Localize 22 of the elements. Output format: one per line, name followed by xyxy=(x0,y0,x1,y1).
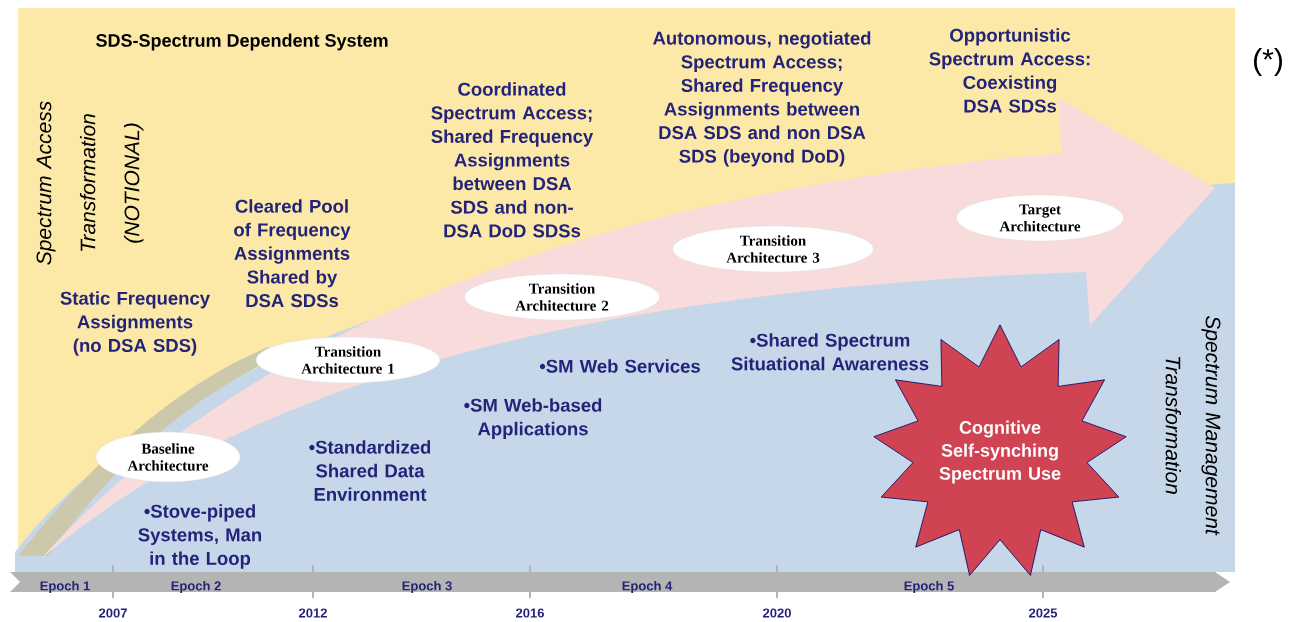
year-label: 2025 xyxy=(1029,608,1058,618)
capability-bullet: •SM Web-based Applications xyxy=(464,398,602,440)
heading: SDS-Spectrum Dependent System xyxy=(96,33,388,51)
stage-description: Static Frequency Assignments (no DSA SDS) xyxy=(60,291,210,356)
stage-description: Coordinated Spectrum Access; Shared Frequency Assignments between DSA SDS and non-DSA DoD SDSs xyxy=(431,82,594,238)
axis-title: Spectrum Access Transformation (NOTIONAL) xyxy=(36,101,144,265)
capability-bullet: •SM Web Services xyxy=(539,359,700,373)
year-label: 2020 xyxy=(763,608,791,618)
year-label: 2007 xyxy=(99,608,127,618)
epoch-label: Epoch 3 xyxy=(402,580,452,594)
stage-description: Opportunistic Spectrum Access: Coexisting DSA SDSs xyxy=(929,28,1090,113)
year-label: 2012 xyxy=(299,608,327,618)
capability-bullet: •Stove-piped Systems, Man in the Loop xyxy=(138,504,262,569)
axis-title: Spectrum Management Transformation xyxy=(1165,315,1221,536)
stage-description: Autonomous, negotiated Spectrum Access; Shared Frequency Assignments between DSA SDS and non DSA SDS (beyond DoD) xyxy=(653,31,871,167)
epoch-label: Epoch 2 xyxy=(171,580,221,594)
stage-description: Cleared Pool of Frequency Assignments Shared by DSA SDSs xyxy=(234,199,351,308)
epoch-label: Epoch 4 xyxy=(622,580,673,594)
capability-bullet: •Standardized Shared Data Environment xyxy=(309,440,431,501)
footnote-mark: (*) xyxy=(1254,48,1282,76)
year-label: 2016 xyxy=(516,608,544,618)
epoch-label: Epoch 1 xyxy=(40,580,90,594)
